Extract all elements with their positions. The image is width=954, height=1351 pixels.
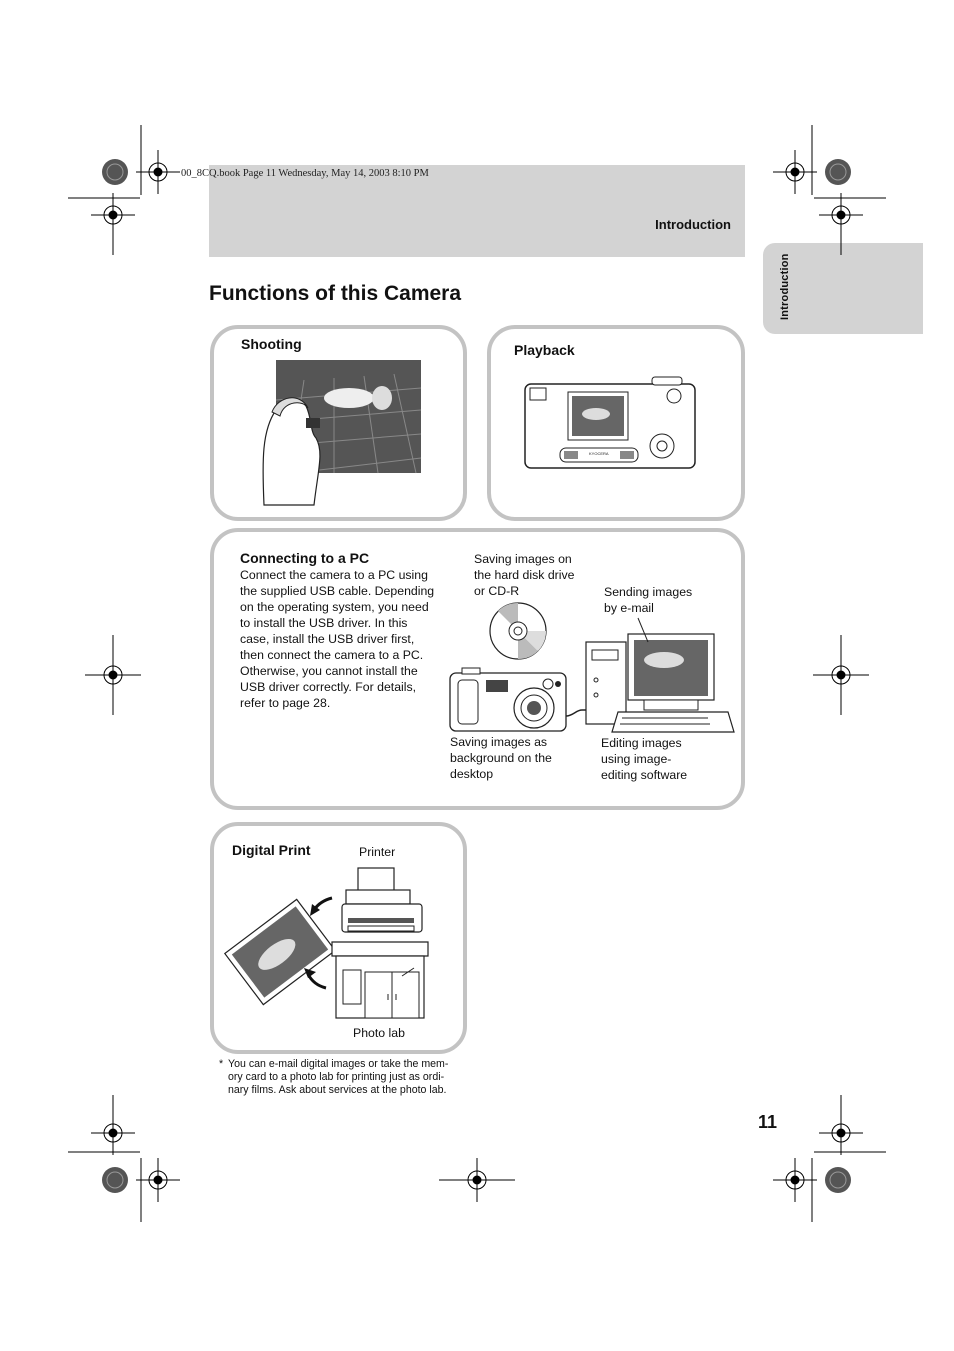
footnote-marker: * — [219, 1058, 224, 1070]
shooting-illustration — [262, 360, 422, 506]
photo-lab-icon — [331, 941, 429, 1019]
connecting-body: Connect the camera to a PC using the sup… — [240, 567, 455, 711]
caption-line: the hard disk drive — [474, 568, 575, 582]
connecting-line: on the operating system, you need — [240, 600, 429, 614]
caption-line: background on the — [450, 751, 552, 765]
footnote: You can e-mail digital images or take th… — [228, 1058, 468, 1097]
footnote-line: You can e-mail digital images or take th… — [228, 1058, 449, 1070]
connecting-line: case, install the USB driver first, — [240, 632, 415, 646]
camera-brand-logo: KYOCERA — [589, 451, 609, 456]
printer-caption: Printer — [359, 845, 396, 859]
caption-background: Saving images as background on the deskt… — [450, 734, 552, 782]
photo-print-icon — [223, 898, 337, 1006]
camera-front-icon — [449, 667, 567, 732]
footnote-line: ory card to a photo lab for printing jus… — [228, 1071, 445, 1083]
pc-tower-icon — [585, 641, 627, 725]
cd-icon — [489, 602, 547, 660]
digital-print-title: Digital Print — [232, 842, 311, 858]
connecting-title: Connecting to a PC — [240, 550, 370, 566]
connecting-line: then connect the camera to a PC. — [240, 648, 424, 662]
section-heading: Introduction — [655, 217, 731, 232]
footnote-line: nary films. Ask about services at the ph… — [228, 1084, 447, 1096]
printer-icon — [341, 867, 423, 933]
connecting-line: refer to page 28. — [240, 696, 331, 710]
header-band — [209, 165, 745, 257]
caption-saving-disk: Saving images on the hard disk drive or … — [474, 551, 574, 599]
connecting-line: USB driver correctly. For details, — [240, 680, 417, 694]
caption-line: using image- — [601, 752, 672, 766]
shooting-title: Shooting — [241, 336, 302, 352]
photo-lab-caption: Photo lab — [353, 1026, 405, 1040]
arrow-icon — [306, 973, 327, 990]
side-tab — [763, 243, 923, 334]
pc-connection-illustration — [449, 602, 735, 733]
caption-line: Editing images — [601, 736, 682, 750]
connecting-line: Connect the camera to a PC using — [240, 568, 428, 582]
caption-line: Sending images — [604, 585, 693, 599]
caption-line: editing software — [601, 768, 688, 782]
camera-back-illustration — [524, 376, 696, 469]
caption-line: Saving images as — [450, 735, 548, 749]
caption-line: by e-mail — [604, 601, 654, 615]
caption-line: desktop — [450, 767, 494, 781]
keyboard-icon — [611, 711, 735, 733]
connecting-line: to install the USB driver. In this — [240, 616, 408, 630]
caption-line: or CD-R — [474, 584, 520, 598]
playback-title: Playback — [514, 342, 575, 358]
caption-sending: Sending images by e-mail — [604, 584, 692, 616]
connecting-line: the supplied USB cable. Depending — [240, 584, 435, 598]
print-illustration — [223, 867, 429, 1019]
book-info: 00_8CQ.book Page 11 Wednesday, May 14, 2… — [181, 168, 429, 179]
caption-line: Saving images on — [474, 552, 572, 566]
page-title: Functions of this Camera — [209, 282, 462, 305]
page-number: 11 — [758, 1112, 778, 1132]
caption-editing: Editing images using image- editing soft… — [601, 735, 687, 783]
connecting-line: Otherwise, you cannot install the — [240, 664, 418, 678]
monitor-icon — [627, 633, 715, 711]
